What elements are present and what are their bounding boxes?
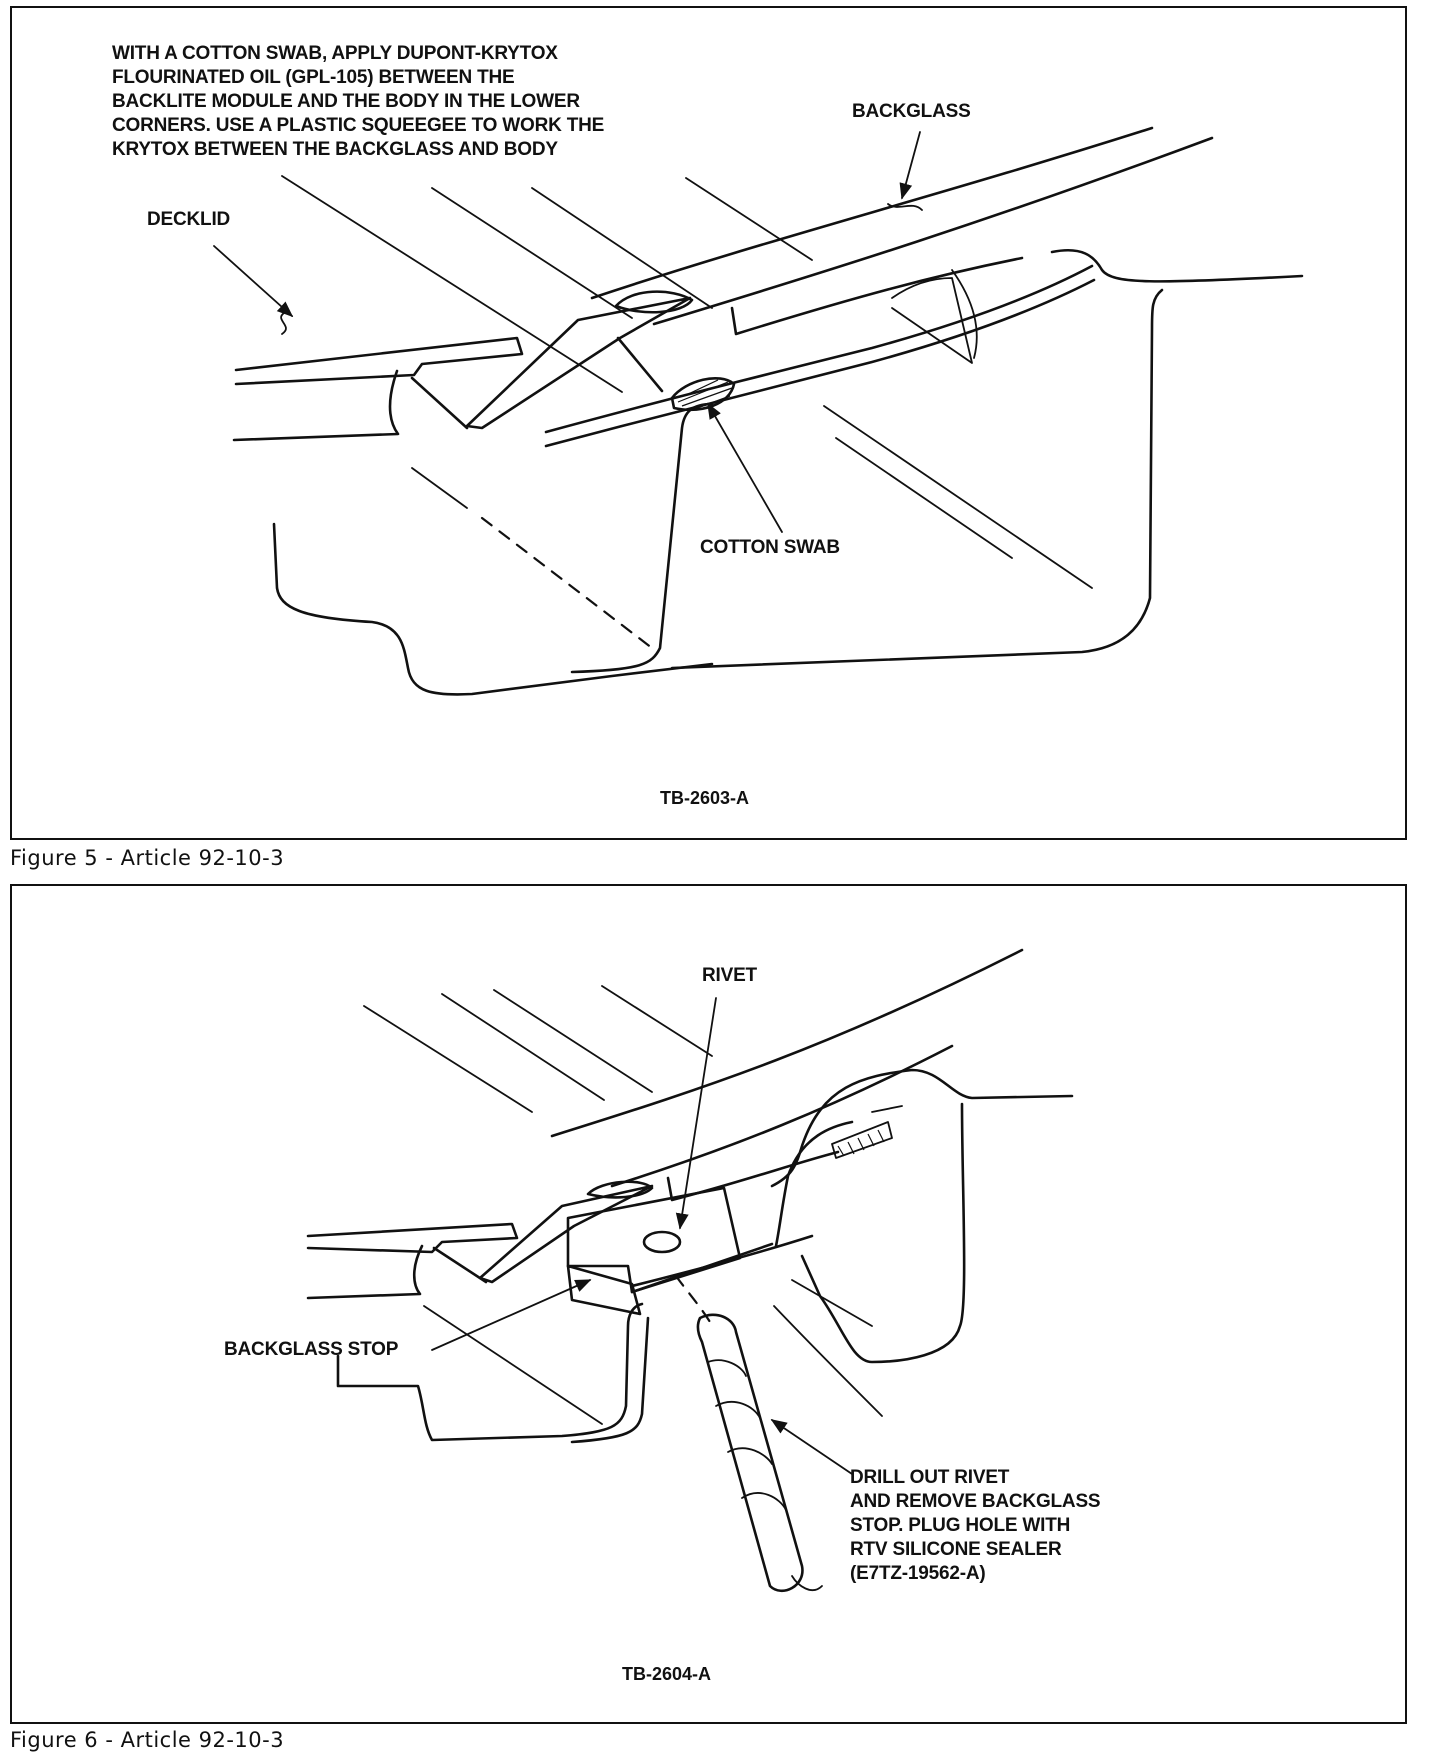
- instruction-line: KRYTOX BETWEEN THE BACKGLASS AND BODY: [112, 139, 558, 160]
- glass-reflection-lines: [363, 985, 883, 1425]
- figure-6-reference: TB-2604-A: [622, 1664, 712, 1684]
- decklid-drop: [306, 1244, 424, 1300]
- decklid-gutter: [432, 1246, 488, 1284]
- backlite-flange: [616, 336, 664, 393]
- instruction-line: (E7TZ-19562-A): [850, 1563, 986, 1584]
- body-channel-left-step: [272, 522, 714, 696]
- backlite-module: [465, 296, 692, 430]
- backglass-label: BACKGLASS: [852, 101, 971, 122]
- body-flange-right: [1050, 249, 1304, 283]
- backglass-squiggle: [887, 203, 923, 211]
- seal-hatch-area: [831, 1105, 903, 1159]
- body-flange-right: [770, 1068, 1074, 1188]
- body-sheetmetal: [630, 1234, 814, 1288]
- decklid-panel: [234, 336, 524, 386]
- body-channel-right-wall: [670, 288, 1164, 670]
- body-channel-inner-wall: [570, 402, 714, 674]
- body-channel-left-inner: [570, 1316, 650, 1444]
- rivet-leader-arrow-icon: [675, 997, 717, 1230]
- support-bracket: [891, 277, 973, 364]
- backglass-leader-arrow-icon: [899, 131, 921, 200]
- body-channel-right-wall: [800, 1102, 966, 1364]
- cotton-swab-label: COTTON SWAB: [700, 537, 840, 558]
- figure-6-caption: Figure 6 - Article 92-10-3: [10, 1728, 285, 1752]
- figure-6-panel: RIVET BACKGLASS STOP DRILL OUT RIVET AND…: [10, 884, 1407, 1724]
- backglass-outline: [550, 948, 1024, 1138]
- figure-5-caption: Figure 5 - Article 92-10-3: [10, 846, 285, 870]
- instruction-line: CORNERS. USE A PLASTIC SQUEEGEE TO WORK …: [112, 115, 605, 136]
- cotton-swab-leader-arrow-icon: [707, 402, 783, 533]
- instruction-line: STOP. PLUG HOLE WITH: [850, 1515, 1071, 1536]
- instruction-line: DRILL OUT RIVET: [850, 1467, 1010, 1488]
- support-bracket-line: [951, 269, 978, 359]
- decklid-gutter: [410, 376, 469, 430]
- cotton-swab-icon: [670, 377, 736, 411]
- drill-bit-icon: [696, 1313, 823, 1592]
- figure-5-instruction: WITH A COTTON SWAB, APPLY DUPONT-KRYTOX …: [112, 42, 604, 162]
- body-sheetmetal-inner: [544, 278, 1096, 448]
- backglass-lip: [730, 256, 1024, 336]
- decklid-squiggle: [280, 312, 287, 335]
- backglass-stop-leader-arrow-icon: [431, 1279, 592, 1351]
- decklid-drop: [232, 369, 400, 442]
- backglass-outline-lower: [610, 1044, 954, 1188]
- instruction-line: AND REMOVE BACKGLASS: [850, 1491, 1101, 1512]
- figure-5-reference: TB-2603-A: [660, 788, 750, 808]
- decklid-panel: [306, 1222, 519, 1254]
- rivet: [642, 1230, 682, 1254]
- figure-6-instruction: DRILL OUT RIVET AND REMOVE BACKGLASS STO…: [850, 1466, 1101, 1586]
- backglass-outline: [590, 126, 1154, 300]
- glass-reflection-lines: [411, 177, 1093, 650]
- drill-leader-arrow-icon: [770, 1419, 853, 1475]
- decklid-label: DECKLID: [147, 209, 231, 230]
- backlite-module: [478, 1184, 654, 1284]
- decklid-leader-arrow-icon: [213, 245, 294, 318]
- instruction-leader-line: [281, 175, 623, 393]
- rivet-label: RIVET: [702, 965, 757, 986]
- instruction-line: RTV SILICONE SEALER: [850, 1539, 1062, 1560]
- body-channel-left: [336, 1302, 644, 1442]
- figure-5-panel: WITH A COTTON SWAB, APPLY DUPONT-KRYTOX …: [10, 6, 1407, 840]
- module-bead: [586, 1180, 654, 1199]
- instruction-line: FLOURINATED OIL (GPL-105) BETWEEN THE: [112, 67, 515, 88]
- figure-5-drawing: [213, 126, 1304, 696]
- module-bead: [614, 290, 694, 314]
- backglass-stop-label: BACKGLASS STOP: [224, 1339, 399, 1360]
- body-channel-inner: [774, 1120, 854, 1248]
- backglass-outline-lower: [652, 136, 1214, 326]
- rivet-drill-path: [674, 1274, 712, 1324]
- figure-6-drawing: [306, 948, 1074, 1592]
- instruction-line: BACKLITE MODULE AND THE BODY IN THE LOWE…: [112, 91, 580, 112]
- instruction-line: WITH A COTTON SWAB, APPLY DUPONT-KRYTOX: [112, 43, 558, 64]
- body-sheetmetal: [544, 264, 1094, 434]
